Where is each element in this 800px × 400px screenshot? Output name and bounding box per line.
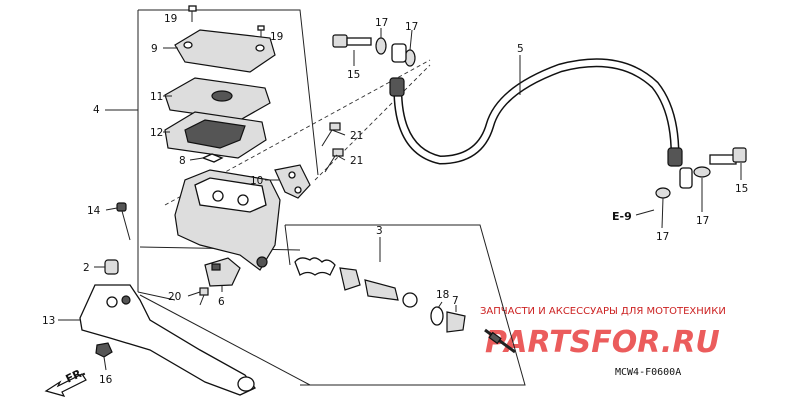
piston-kit-outline xyxy=(285,224,526,386)
callout-4: 4 xyxy=(93,104,100,116)
lever-outline xyxy=(139,294,311,386)
callout-21: 21 xyxy=(350,130,363,142)
part-clamp-10 xyxy=(274,164,311,199)
callout-17: 17 xyxy=(656,231,669,243)
callout-7: 7 xyxy=(452,295,459,307)
watermark: ЗАПЧАСТИ И АКСЕССУАРЫ ДЛЯ МОТОТЕХНИКИ PA… xyxy=(480,306,726,360)
part-washer-17a xyxy=(375,37,387,55)
callout-13: 13 xyxy=(42,315,55,327)
leader-lines xyxy=(58,28,742,371)
part-pushrod xyxy=(484,328,516,354)
part-bolt-15a xyxy=(332,34,372,48)
callout-21: 21 xyxy=(350,155,363,167)
callout-19: 19 xyxy=(164,13,177,25)
callout-6: 6 xyxy=(218,296,225,308)
part-lever-13 xyxy=(79,284,257,396)
part-screw-20 xyxy=(199,287,209,306)
part-boot-7 xyxy=(446,311,466,333)
part-washer-17c xyxy=(655,187,671,199)
callout-15: 15 xyxy=(735,183,748,195)
callout-12: 12 xyxy=(150,127,163,139)
callout-3: 3 xyxy=(376,225,383,237)
part-washer-17d xyxy=(693,166,711,178)
part-hose-5 xyxy=(389,43,693,189)
front-marker-label: FR. xyxy=(64,365,88,386)
callout-9: 9 xyxy=(151,43,158,55)
part-circlip-18 xyxy=(430,306,444,326)
part-bolt-14 xyxy=(116,202,131,241)
part-screw-19 xyxy=(188,5,197,22)
part-bolt-15b xyxy=(709,147,747,165)
part-float-8 xyxy=(201,153,224,163)
callout-17: 17 xyxy=(405,21,418,33)
callout-2: 2 xyxy=(83,262,90,274)
assembly-4-outline-bottom xyxy=(137,291,176,301)
callouts: 19 19 9 4 11 12 8 10 21 21 14 3 2 20 6 1… xyxy=(42,13,748,386)
callout-19: 19 xyxy=(270,31,283,43)
callout-18: 18 xyxy=(436,289,449,301)
assembly-dash-2 xyxy=(314,64,431,181)
piston-kit-outline-left xyxy=(284,224,291,266)
part-boot-2 xyxy=(104,259,119,275)
callout-8: 8 xyxy=(179,155,186,167)
part-cap-9 xyxy=(174,29,276,73)
callout-5: 5 xyxy=(517,43,524,55)
part-body-4 xyxy=(174,169,281,271)
front-direction-marker: FR. xyxy=(44,365,88,397)
callout-15: 15 xyxy=(347,69,360,81)
part-bolt-21a xyxy=(321,122,341,147)
part-piston-kit-3 xyxy=(294,257,418,308)
callout-14: 14 xyxy=(87,205,101,217)
part-bolt-21b xyxy=(324,148,344,173)
callout-16: 16 xyxy=(99,374,113,386)
watermark-tagline: ЗАПЧАСТИ И АКСЕССУАРЫ ДЛЯ МОТОТЕХНИКИ xyxy=(480,306,726,317)
part-nut-16 xyxy=(95,342,113,358)
part-switch-6 xyxy=(204,257,241,287)
callout-20: 20 xyxy=(168,291,181,303)
callout-17: 17 xyxy=(696,215,709,227)
reference-label: E-9 xyxy=(612,210,632,223)
callout-11: 11 xyxy=(150,91,163,103)
part-diaphragm-12 xyxy=(164,111,267,159)
watermark-brand: PARTSFOR.RU xyxy=(485,325,720,360)
assembly-4-outline-top xyxy=(138,9,319,176)
callout-17: 17 xyxy=(375,17,388,29)
callout-10: 10 xyxy=(250,175,263,187)
diagram-code: MCW4-F0600A xyxy=(615,367,681,378)
front-arrow-icon xyxy=(44,373,87,397)
part-plate-11 xyxy=(164,77,271,121)
